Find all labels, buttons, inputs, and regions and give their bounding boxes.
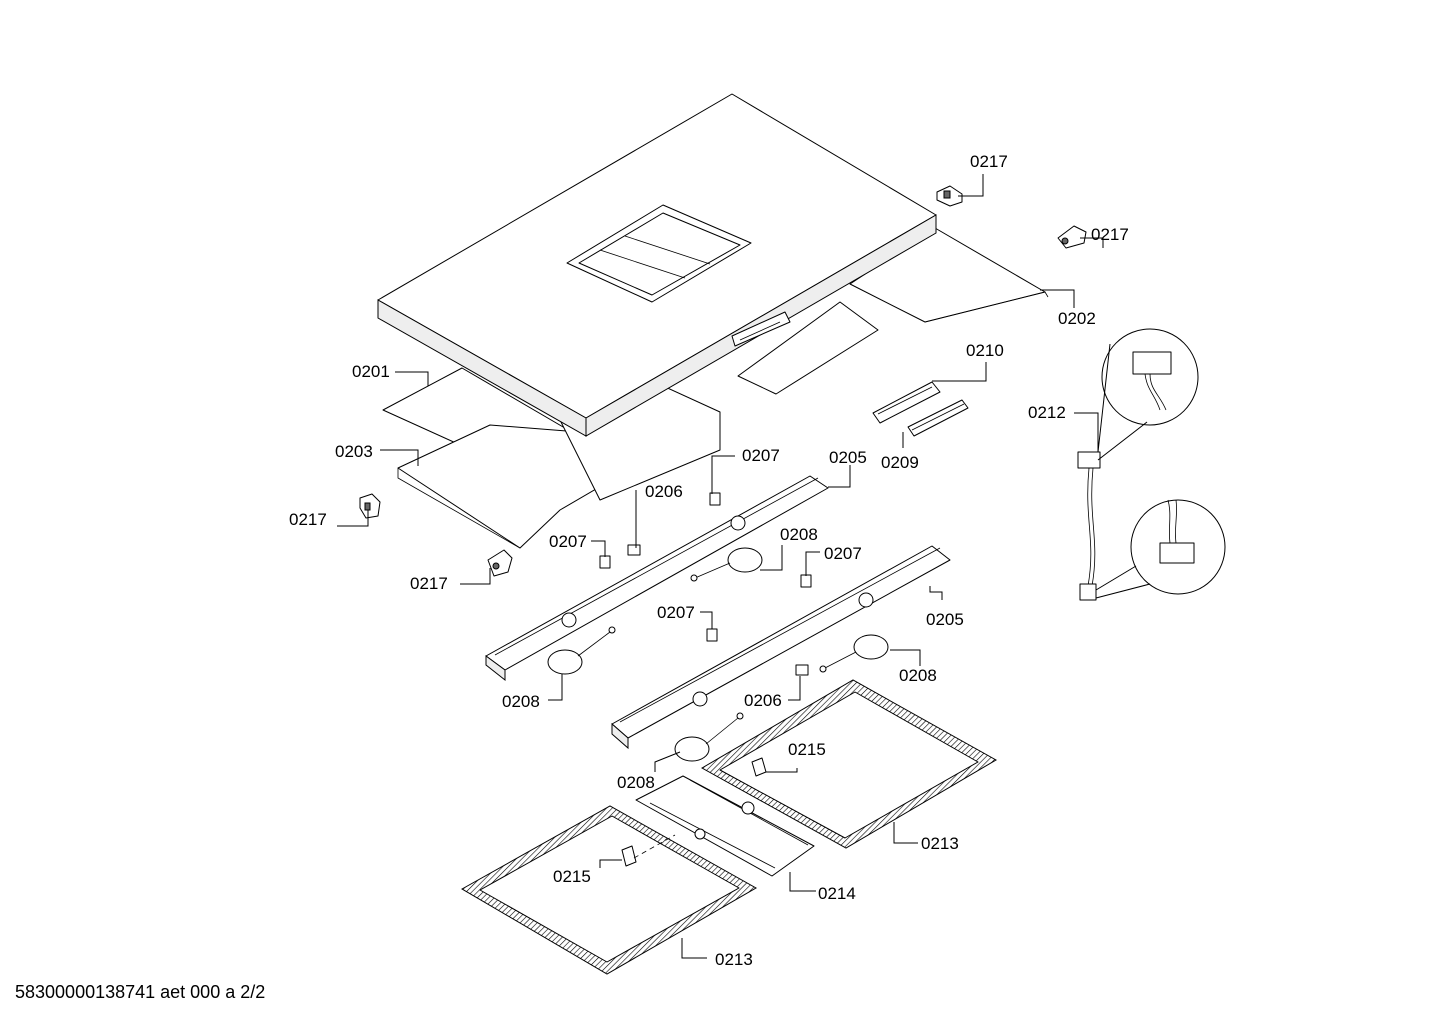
callout-0217-left: 0217 (289, 510, 327, 529)
knob-0208-left (547, 626, 616, 675)
callout-0206-lower: 0206 (744, 691, 782, 710)
callout-0214: 0214 (818, 884, 856, 903)
clip-0217-left (359, 493, 381, 519)
clip-0207-a (709, 492, 721, 506)
callout-0208-left: 0208 (502, 692, 540, 711)
leader-lines (337, 174, 1104, 959)
callout-0215-left: 0215 (553, 867, 591, 886)
callout-0202: 0202 (1058, 309, 1096, 328)
control-rail-0205-upper (485, 475, 829, 682)
callout-0201: 0201 (352, 362, 390, 381)
clip-0217-lower-left (487, 549, 513, 577)
clip-0217-right (1057, 225, 1087, 249)
callout-0213-right: 0213 (921, 834, 959, 853)
callout-0205-upper: 0205 (829, 448, 867, 467)
callout-0212: 0212 (1028, 403, 1066, 422)
clip-0207-d (706, 628, 718, 642)
callout-0206-upper: 0206 (645, 482, 683, 501)
callout-0207-b: 0207 (549, 532, 587, 551)
latch-0215-left (621, 834, 676, 867)
knob-0208-right (819, 634, 889, 673)
hood-body (377, 93, 937, 437)
control-rail-0205-lower (611, 545, 951, 750)
callout-0208-upper: 0208 (780, 525, 818, 544)
knob-0208-lower (674, 712, 744, 762)
document-id: 58300000138741 aet 000 a 2/2 (15, 982, 265, 1002)
callout-labels: 0217 0217 0202 0210 0212 0201 0203 0217 … (289, 152, 1129, 969)
bracket-0210 (872, 381, 941, 424)
clip-0217-top-right (936, 185, 963, 207)
callout-0209: 0209 (881, 453, 919, 472)
wiring-harness-0212 (1077, 328, 1226, 601)
switch-0206-upper (627, 544, 641, 556)
callout-0217-top-right: 0217 (970, 152, 1008, 171)
callout-0205-lower: 0205 (926, 610, 964, 629)
callout-0215-right: 0215 (788, 740, 826, 759)
callout-0208-lower: 0208 (617, 773, 655, 792)
callout-0217-right: 0217 (1091, 225, 1129, 244)
bracket-0209 (907, 399, 969, 437)
callout-0213-left: 0213 (715, 950, 753, 969)
callout-0210: 0210 (966, 341, 1004, 360)
filter-frame-0214 (635, 775, 815, 877)
clip-0207-c (800, 574, 812, 588)
callout-0208-right: 0208 (899, 666, 937, 685)
callout-0203: 0203 (335, 442, 373, 461)
callout-0207-a: 0207 (742, 446, 780, 465)
callout-0207-d: 0207 (657, 603, 695, 622)
grease-filter-0213-left (460, 805, 758, 975)
switch-0206-lower (795, 664, 809, 676)
callout-0207-c: 0207 (824, 544, 862, 563)
clip-0207-b (599, 555, 611, 569)
knob-0208-upper (690, 547, 763, 582)
grease-filter-0213-right (700, 679, 998, 849)
callout-0217-lower-left: 0217 (410, 574, 448, 593)
